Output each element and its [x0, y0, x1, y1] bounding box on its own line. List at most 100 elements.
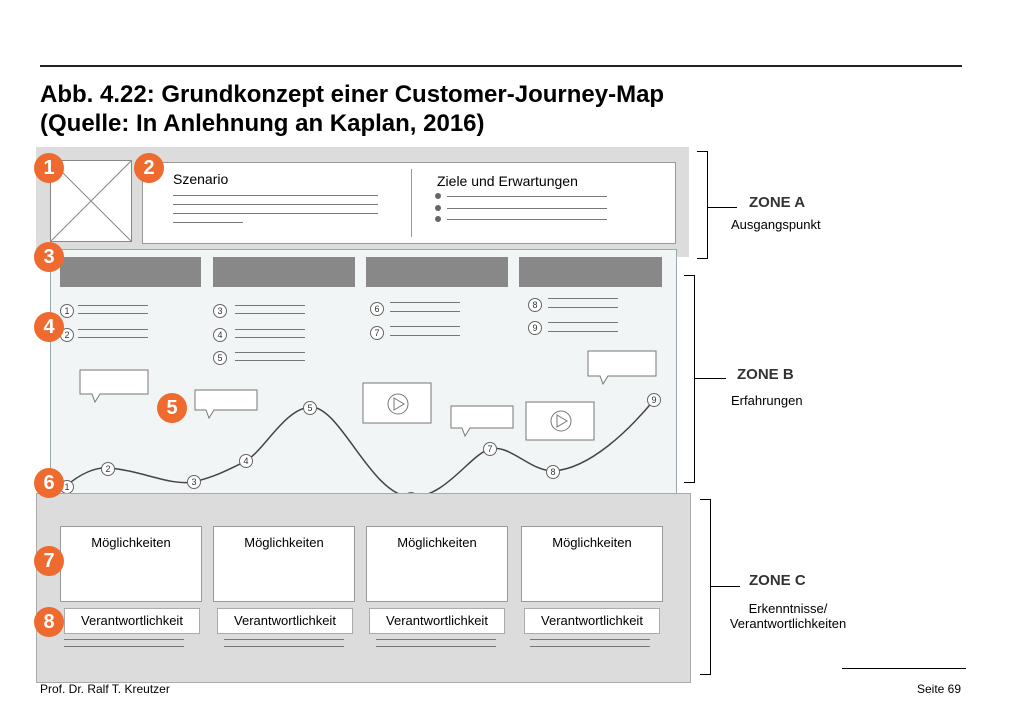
phase-bar — [213, 257, 355, 287]
curve-point-7: 7 — [483, 442, 497, 456]
footer-rule — [842, 668, 966, 669]
step-number: 5 — [213, 351, 227, 365]
step-number: 7 — [370, 326, 384, 340]
phase-bar — [519, 257, 662, 287]
step-number: 9 — [528, 321, 542, 335]
zone-b-bracket — [684, 275, 695, 483]
bullet-icon — [435, 216, 441, 222]
opportunity-label: Möglichkeiten — [552, 535, 632, 550]
text-line — [78, 329, 148, 330]
badge-2: 2 — [134, 153, 164, 183]
opportunity-box: Möglichkeiten — [60, 526, 202, 602]
responsibility-box: Verantwortlichkeit — [369, 608, 505, 634]
step-number: 1 — [60, 304, 74, 318]
curve-point-9: 9 — [647, 393, 661, 407]
text-line — [548, 331, 618, 332]
text-line — [376, 646, 496, 647]
scenario-label: Szenario — [173, 171, 229, 187]
text-line — [235, 360, 305, 361]
badge-4: 4 — [34, 312, 64, 342]
text-line — [173, 195, 378, 196]
title-line-2: (Quelle: In Anlehnung an Kaplan, 2016) — [40, 110, 485, 137]
phase-bar — [60, 257, 201, 287]
responsibility-box: Verantwortlichkeit — [64, 608, 200, 634]
curve-point-4: 4 — [239, 454, 253, 468]
step-number: 3 — [213, 304, 227, 318]
opportunity-box: Möglichkeiten — [366, 526, 508, 602]
text-line — [173, 204, 378, 205]
page-title: Abb. 4.22: Grundkonzept einer Customer-J… — [40, 80, 664, 138]
zone-b-subtitle: Erfahrungen — [731, 393, 803, 408]
speech-bubble-icon — [79, 369, 149, 404]
journey-curve — [65, 399, 655, 498]
text-line — [78, 313, 148, 314]
zone-c-bracket — [700, 499, 711, 675]
phase-bar — [366, 257, 508, 287]
text-line — [64, 639, 184, 640]
text-line — [447, 219, 607, 220]
text-line — [548, 322, 618, 323]
video-icon — [362, 382, 432, 424]
text-line — [235, 329, 305, 330]
text-line — [64, 646, 184, 647]
text-line — [530, 646, 650, 647]
image-placeholder — [50, 160, 132, 242]
goals-label: Ziele und Erwartungen — [437, 173, 578, 189]
zone-c-subtitle-line-1: Erkenntnisse/ — [748, 601, 828, 616]
opportunity-label: Möglichkeiten — [397, 535, 477, 550]
zone-c-subtitle-line-2: Verantwortlichkeiten — [729, 616, 847, 631]
footer-author: Prof. Dr. Ralf T. Kreutzer — [40, 682, 170, 696]
text-line — [173, 213, 378, 214]
badge-3: 3 — [34, 242, 64, 272]
opportunity-label: Möglichkeiten — [91, 535, 171, 550]
step-number: 8 — [528, 298, 542, 312]
zone-a-connector — [707, 207, 737, 208]
curve-point-8: 8 — [546, 465, 560, 479]
badge-7: 7 — [34, 546, 64, 576]
scenario-box: Szenario Ziele und Erwartungen — [142, 162, 676, 244]
text-line — [173, 222, 243, 223]
top-rule — [40, 65, 962, 67]
curve-point-5: 5 — [303, 401, 317, 415]
divider — [411, 169, 412, 237]
zone-c-subtitle: Erkenntnisse/ Verantwortlichkeiten — [718, 601, 858, 631]
zone-a-bracket — [697, 151, 708, 259]
badge-5: 5 — [157, 393, 187, 423]
text-line — [235, 313, 305, 314]
step-number: 4 — [213, 328, 227, 342]
curve-point-3: 3 — [187, 475, 201, 489]
text-line — [530, 639, 650, 640]
text-line — [447, 208, 607, 209]
badge-1: 1 — [34, 153, 64, 183]
text-line — [548, 298, 618, 299]
zone-c-title: ZONE C — [749, 572, 806, 589]
badge-8: 8 — [34, 607, 64, 637]
text-line — [78, 305, 148, 306]
zone-c-connector — [710, 586, 740, 587]
image-placeholder-icon — [50, 160, 132, 242]
text-line — [235, 352, 305, 353]
text-line — [224, 646, 344, 647]
title-line-1: Abb. 4.22: Grundkonzept einer Customer-J… — [40, 81, 665, 108]
video-icon — [525, 401, 595, 441]
speech-bubble-icon — [450, 405, 514, 438]
zone-b-panel — [50, 249, 677, 513]
journey-graphic — [65, 350, 657, 498]
page-number: Seite 69 — [917, 682, 962, 696]
text-line — [390, 335, 460, 336]
bullet-icon — [435, 205, 441, 211]
curve-point-2: 2 — [101, 462, 115, 476]
badge-6: 6 — [34, 468, 64, 498]
zone-a-title: ZONE A — [749, 194, 806, 211]
bullet-icon — [435, 193, 441, 199]
zone-b-title: ZONE B — [737, 366, 794, 383]
text-line — [235, 305, 305, 306]
zone-a-subtitle: Ausgangspunkt — [731, 217, 821, 232]
text-line — [447, 196, 607, 197]
text-line — [390, 311, 460, 312]
text-line — [235, 337, 305, 338]
opportunity-box: Möglichkeiten — [213, 526, 355, 602]
text-line — [376, 639, 496, 640]
opportunity-label: Möglichkeiten — [244, 535, 324, 550]
responsibility-box: Verantwortlichkeit — [217, 608, 353, 634]
